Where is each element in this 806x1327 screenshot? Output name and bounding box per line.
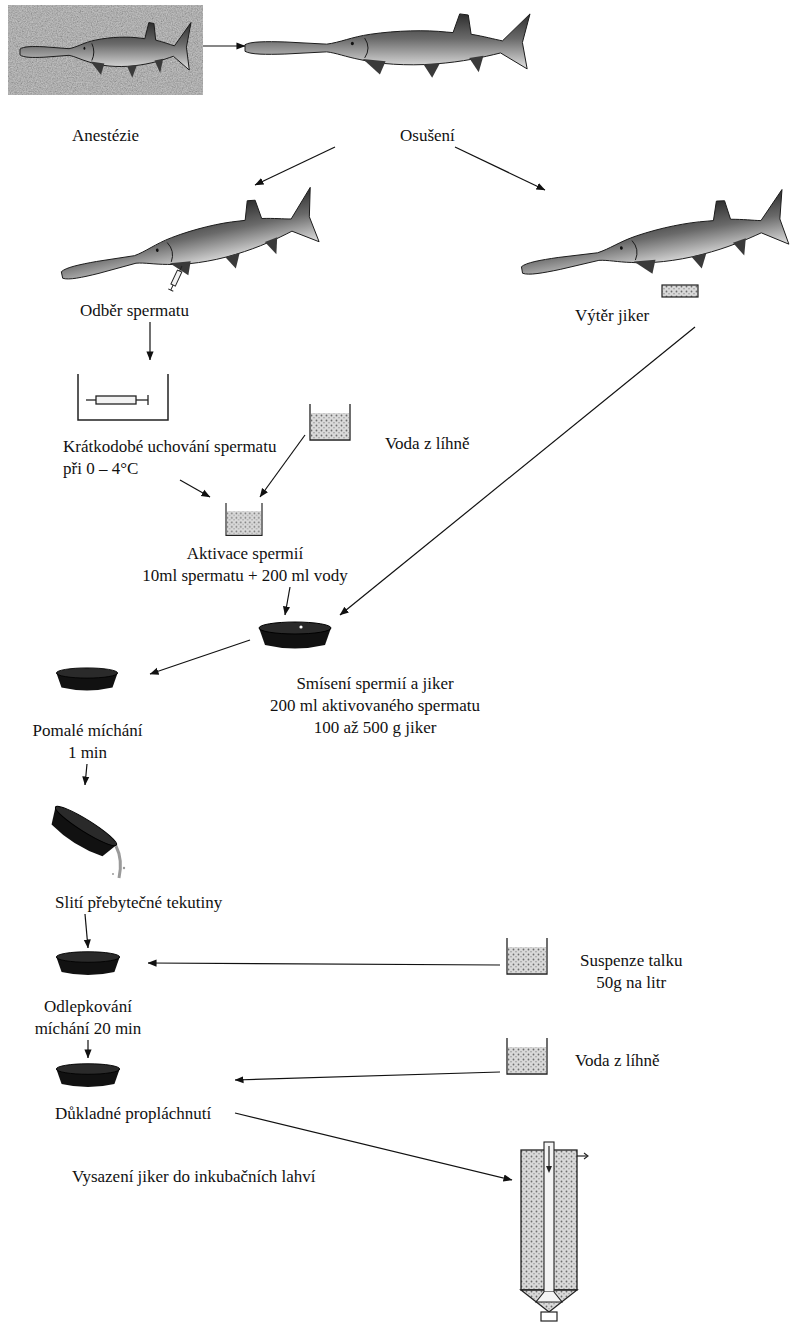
dish-highlight <box>299 625 302 628</box>
step-label: Voda z líhně <box>575 1050 660 1072</box>
flow-arrow <box>180 480 210 497</box>
process-step: Smísení spermií a jiker200 ml aktivované… <box>250 615 500 739</box>
process-step: Aktivace spermií10ml spermatu + 200 ml v… <box>140 497 350 587</box>
flow-arrow <box>85 764 87 785</box>
step-label: 200 ml aktivovaného spermatu <box>250 695 500 717</box>
step-label: Vysazení jiker do inkubačních lahví <box>72 1166 316 1188</box>
activation-beaker <box>226 503 262 535</box>
syringe-symbol <box>168 265 184 291</box>
step-label: Slití přebytečné tekutiny <box>55 892 265 914</box>
flow-arrow <box>150 640 250 674</box>
step-label: Výtěr jiker <box>575 305 798 327</box>
paddlefish <box>245 14 530 78</box>
egg-tray <box>662 285 698 297</box>
step-label: Aktivace spermií <box>140 543 350 565</box>
process-step: Výtěr jiker <box>515 190 798 327</box>
step-label: Pomalé míchání <box>25 720 150 742</box>
mixing-dish <box>56 668 117 691</box>
process-step: Odlepkovánímíchání 20 min <box>28 948 148 1040</box>
storage-tray <box>78 374 168 420</box>
process-step: Anestézie <box>8 4 203 147</box>
flow-arrow <box>85 914 88 948</box>
incubation-bottle <box>521 1142 588 1321</box>
process-step: Voda z líhně <box>305 400 470 455</box>
flow-arrow <box>87 1040 88 1058</box>
step-label: míchání 20 min <box>28 1018 148 1040</box>
step-label: Voda z líhně <box>385 433 470 455</box>
anesthesia-photo <box>8 5 203 95</box>
step-label: 1 min <box>25 742 150 764</box>
step-label: 100 až 500 g jiker <box>250 717 500 739</box>
flow-arrow <box>455 147 545 190</box>
step-label: 10ml spermatu + 200 ml vody <box>140 565 350 587</box>
process-step: Voda z líhně <box>500 1035 660 1072</box>
process-step: Slití přebytečné tekutiny <box>40 785 265 914</box>
photo-ground <box>8 5 203 95</box>
paddlefish <box>20 23 191 78</box>
step-label: 50g na litr <box>580 972 682 994</box>
step-label: Osušení <box>400 125 530 147</box>
flow-arrow <box>285 587 290 615</box>
talc-beaker <box>507 938 547 974</box>
process-step: Suspenze talku50g na litr <box>500 935 682 994</box>
process-step: Pomalé míchání1 min <box>25 662 150 764</box>
step-label: Anestézie <box>8 125 203 147</box>
mixing-dish <box>259 622 331 649</box>
step-label: Krátkodobé uchování spermatu při 0 – 4°C <box>63 436 285 480</box>
mixing-dish <box>56 952 119 975</box>
flow-arrow <box>203 45 245 46</box>
process-step: Osušení <box>245 8 530 147</box>
flow-arrow <box>340 327 695 615</box>
process-step: Krátkodobé uchování spermatu při 0 – 4°C <box>55 360 325 480</box>
step-label: Smísení spermií a jiker <box>250 673 500 695</box>
flow-arrow <box>149 322 150 360</box>
process-step: Odběr spermatu <box>55 185 325 322</box>
step-label: Odběr spermatu <box>80 300 325 322</box>
water-beaker <box>310 404 350 440</box>
step-label: Odlepkování <box>28 996 148 1018</box>
process-step: Důkladné propláchnutí <box>20 1058 235 1125</box>
flow-arrow <box>255 147 335 185</box>
water-beaker <box>507 1038 547 1074</box>
process-step: Vysazení jiker do inkubačních lahví <box>512 1140 587 1324</box>
paddlefish <box>516 190 793 300</box>
step-label: Suspenze talku <box>580 950 682 972</box>
flow-arrow <box>148 963 500 965</box>
pouring-dish <box>45 802 126 878</box>
paddlefish <box>55 187 324 304</box>
rinsing-dish <box>56 1064 119 1087</box>
photo-grain <box>8 5 203 95</box>
flow-arrow <box>235 1072 500 1080</box>
step-label: Důkladné propláchnutí <box>55 1103 235 1125</box>
